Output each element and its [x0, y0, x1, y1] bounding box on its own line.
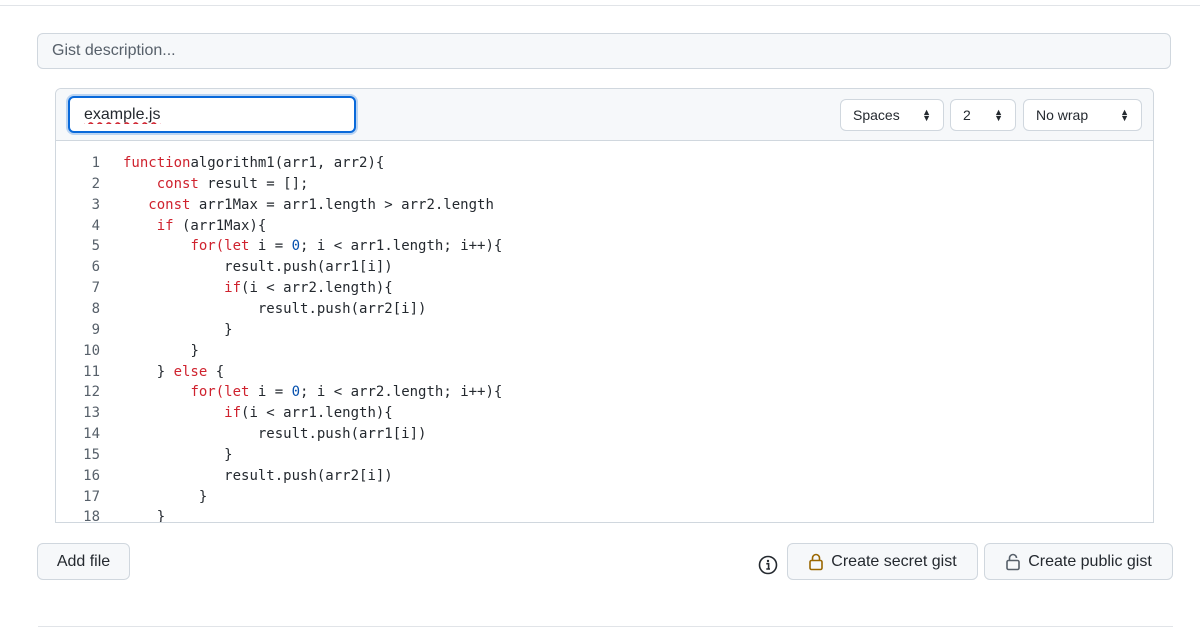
- code-line: 13 if(i < arr1.length){: [56, 403, 1153, 424]
- code-text: result.push(arr2[i]): [224, 467, 393, 484]
- code-text: result.push(arr1[i]): [224, 259, 393, 276]
- code-line: 10}: [56, 341, 1153, 362]
- code-text: for(let i = 0; i < arr2.length; i++){: [190, 384, 503, 401]
- file-header: Spaces ▲▼ 2 ▲▼ No wrap ▲▼: [56, 89, 1153, 141]
- code-line: 15}: [56, 445, 1153, 466]
- line-number: 4: [91, 217, 100, 234]
- unlock-icon: [1006, 553, 1020, 570]
- code-line: 7 if(i < arr2.length){: [56, 278, 1153, 299]
- code-line: 16 result.push(arr2[i]): [56, 466, 1153, 487]
- create-public-gist-button[interactable]: Create public gist: [984, 543, 1173, 580]
- indent-mode-value: Spaces: [853, 107, 900, 123]
- indent-size-select[interactable]: 2 ▲▼: [950, 99, 1016, 131]
- line-number: 5: [91, 238, 100, 255]
- code-line: 8 result.push(arr2[i]): [56, 299, 1153, 320]
- create-public-gist-label: Create public gist: [1028, 552, 1152, 570]
- line-number: 14: [83, 426, 100, 443]
- filename-input[interactable]: [68, 96, 356, 133]
- code-line: 11 } else {: [56, 362, 1153, 383]
- code-line: 3 const arr1Max = arr1.length > arr2.leng…: [56, 195, 1153, 216]
- indent-mode-select[interactable]: Spaces ▲▼: [840, 99, 944, 131]
- code-line: 2 const result = [];: [56, 174, 1153, 195]
- code-text: if(i < arr1.length){: [224, 405, 393, 422]
- line-number: 7: [91, 280, 100, 297]
- code-text: } else {: [156, 363, 225, 380]
- line-number: 3: [91, 196, 100, 213]
- indent-size-value: 2: [963, 107, 971, 123]
- line-number: 13: [83, 405, 100, 422]
- code-text: const arr1Max = arr1.length > arr2.lengt…: [148, 196, 494, 213]
- line-number: 12: [83, 384, 100, 401]
- code-line: 9}: [56, 320, 1153, 341]
- code-line: 1 functionalgorithm1(arr1, arr2){: [56, 153, 1153, 174]
- line-number: 1: [91, 155, 100, 171]
- code-text: if (arr1Max){: [156, 217, 267, 234]
- add-file-label: Add file: [56, 552, 111, 570]
- line-number: 15: [83, 446, 100, 463]
- code-text: result.push(arr2[i]): [257, 300, 427, 317]
- code-text: }: [224, 321, 233, 338]
- code-line: 12 for(let i = 0; i < arr2.length; i++){: [56, 382, 1153, 403]
- line-number: 2: [91, 175, 100, 192]
- code-text: for(let i = 0; i < arr1.length; i++){: [190, 238, 503, 255]
- top-divider: [0, 5, 1200, 6]
- bottom-divider: [38, 626, 1173, 627]
- code-text: if(i < arr2.length){: [224, 280, 393, 297]
- create-secret-gist-label: Create secret gist: [831, 552, 957, 570]
- code-text: }: [190, 342, 199, 359]
- code-line: 17}: [56, 487, 1153, 508]
- select-arrows-icon: ▲▼: [922, 107, 931, 123]
- wrap-mode-select[interactable]: No wrap ▲▼: [1023, 99, 1142, 131]
- line-number: 16: [83, 467, 100, 484]
- line-number: 11: [83, 363, 100, 380]
- lock-icon: [809, 553, 824, 570]
- line-number: 9: [91, 321, 100, 338]
- create-secret-gist-button[interactable]: Create secret gist: [787, 543, 978, 580]
- code-line: 6 result.push(arr1[i]): [56, 257, 1153, 278]
- file-editor: Spaces ▲▼ 2 ▲▼ No wrap ▲▼ 1 functionalgor…: [55, 88, 1154, 523]
- code-editor[interactable]: 1 functionalgorithm1(arr1, arr2){ 2 const r…: [56, 141, 1153, 523]
- line-number: 18: [83, 509, 100, 523]
- select-arrows-icon: ▲▼: [994, 107, 1003, 123]
- code-line: 4 if (arr1Max){: [56, 216, 1153, 237]
- add-file-button[interactable]: Add file: [37, 543, 130, 580]
- wrap-mode-value: No wrap: [1036, 107, 1089, 123]
- code-line: 18}: [56, 507, 1153, 523]
- code-text: result.push(arr1[i]): [257, 426, 427, 443]
- code-line: 14 result.push(arr1[i]): [56, 424, 1153, 445]
- gist-description-input[interactable]: [37, 33, 1171, 69]
- code-line: 5 for(let i = 0; i < arr1.length; i++){: [56, 236, 1153, 257]
- code-text: }: [156, 509, 166, 523]
- select-arrows-icon: ▲▼: [1120, 107, 1129, 123]
- line-number: 6: [91, 259, 100, 276]
- code-text: functionalgorithm1(arr1, arr2){: [123, 155, 385, 171]
- code-text: const result = [];: [156, 175, 309, 192]
- code-text: }: [198, 488, 208, 505]
- info-icon[interactable]: [758, 555, 778, 575]
- code-text: }: [224, 446, 233, 463]
- line-number: 10: [83, 342, 100, 359]
- line-number: 8: [91, 300, 100, 317]
- line-number: 17: [83, 488, 100, 505]
